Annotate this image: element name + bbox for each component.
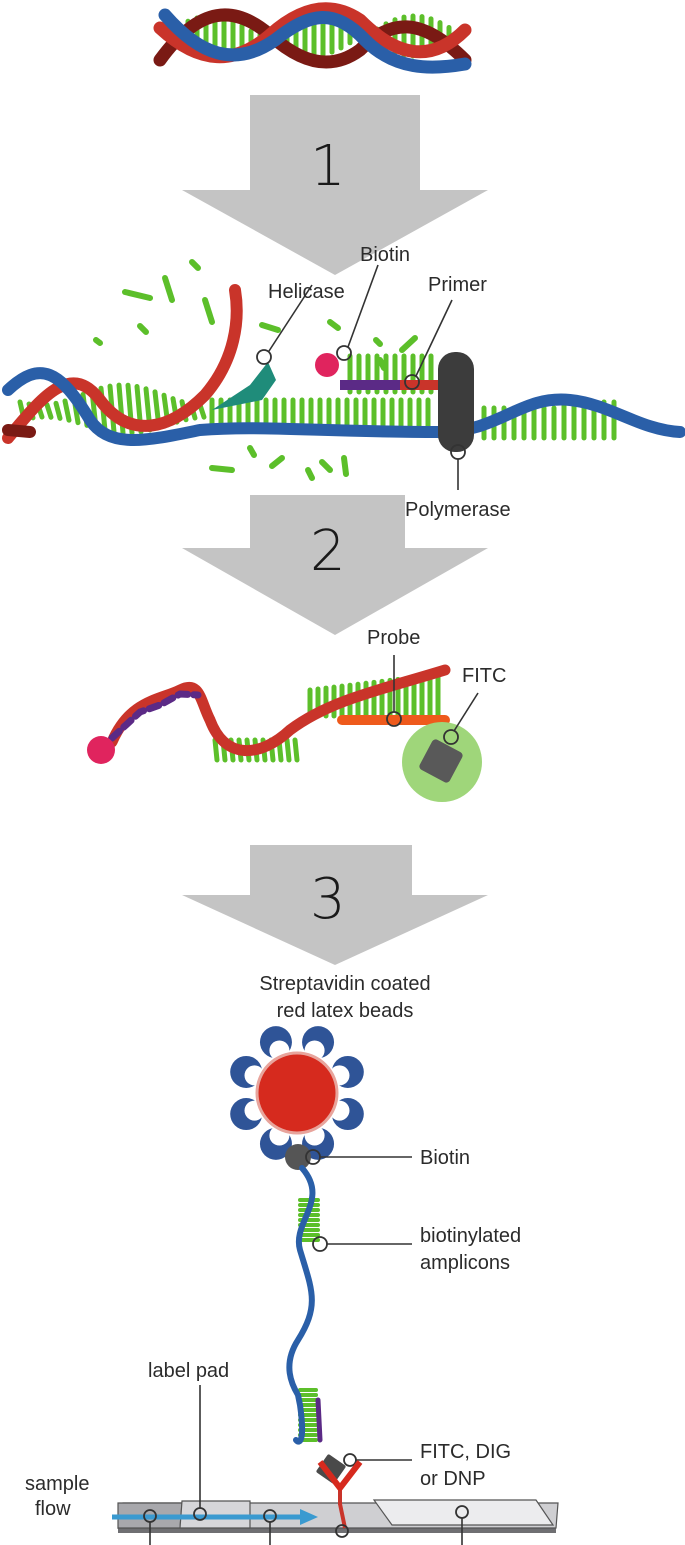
sample-flow-label-line2: flow (35, 1498, 71, 1520)
tag-label-line1: FITC, DIG (420, 1441, 511, 1463)
probe-label: Probe (367, 627, 420, 649)
amplicons-label-line2: amplicons (420, 1252, 510, 1274)
label-pad-label: label pad (148, 1360, 229, 1382)
fitc-icon (419, 739, 463, 783)
step-number-3: 3 (310, 867, 346, 932)
polymerase-label: Polymerase (405, 499, 511, 521)
bead-title-line2: red latex beads (277, 1000, 414, 1022)
tag-icon (316, 1454, 346, 1484)
helicase-label: Helicase (268, 281, 345, 303)
latex-bead-icon (257, 1053, 337, 1133)
amplicons-label-line1: biotinylated (420, 1225, 521, 1247)
fitc-label: FITC (462, 665, 506, 687)
dna-double-helix-top (153, 2, 472, 74)
step-arrow-3: 3 (182, 845, 488, 965)
primer-label: Primer (428, 274, 487, 296)
biotin-icon-bottom (285, 1144, 311, 1170)
step-number-2: 2 (310, 519, 346, 584)
sample-flow-label-line1: sample (25, 1473, 89, 1495)
lateral-flow-scene: Streptavidin coated red latex beads Biot… (25, 973, 559, 1545)
rpa-amplification-scene: Helicase Biotin Primer Polymerase (2, 244, 685, 521)
biotin-label-bottom: Biotin (420, 1147, 470, 1169)
probe-binding-scene: Probe FITC (87, 627, 506, 802)
absorbent-pad-shape (372, 1499, 555, 1526)
biotin-label-top: Biotin (360, 244, 410, 266)
tag-label-line2: or DNP (420, 1468, 486, 1490)
polymerase-icon (438, 352, 474, 452)
helicase-icon (212, 362, 276, 410)
step-arrow-1: 1 (182, 95, 488, 275)
test-line-mark (338, 1503, 347, 1529)
step-number-1: 1 (310, 134, 346, 199)
bead-title-line1: Streptavidin coated (259, 973, 430, 995)
biotin-icon-step2 (87, 736, 115, 764)
free-nucleotides (93, 259, 418, 481)
antibody-icon (317, 1460, 363, 1491)
biotin-icon (315, 353, 339, 377)
step-arrow-2: 2 (182, 495, 488, 635)
